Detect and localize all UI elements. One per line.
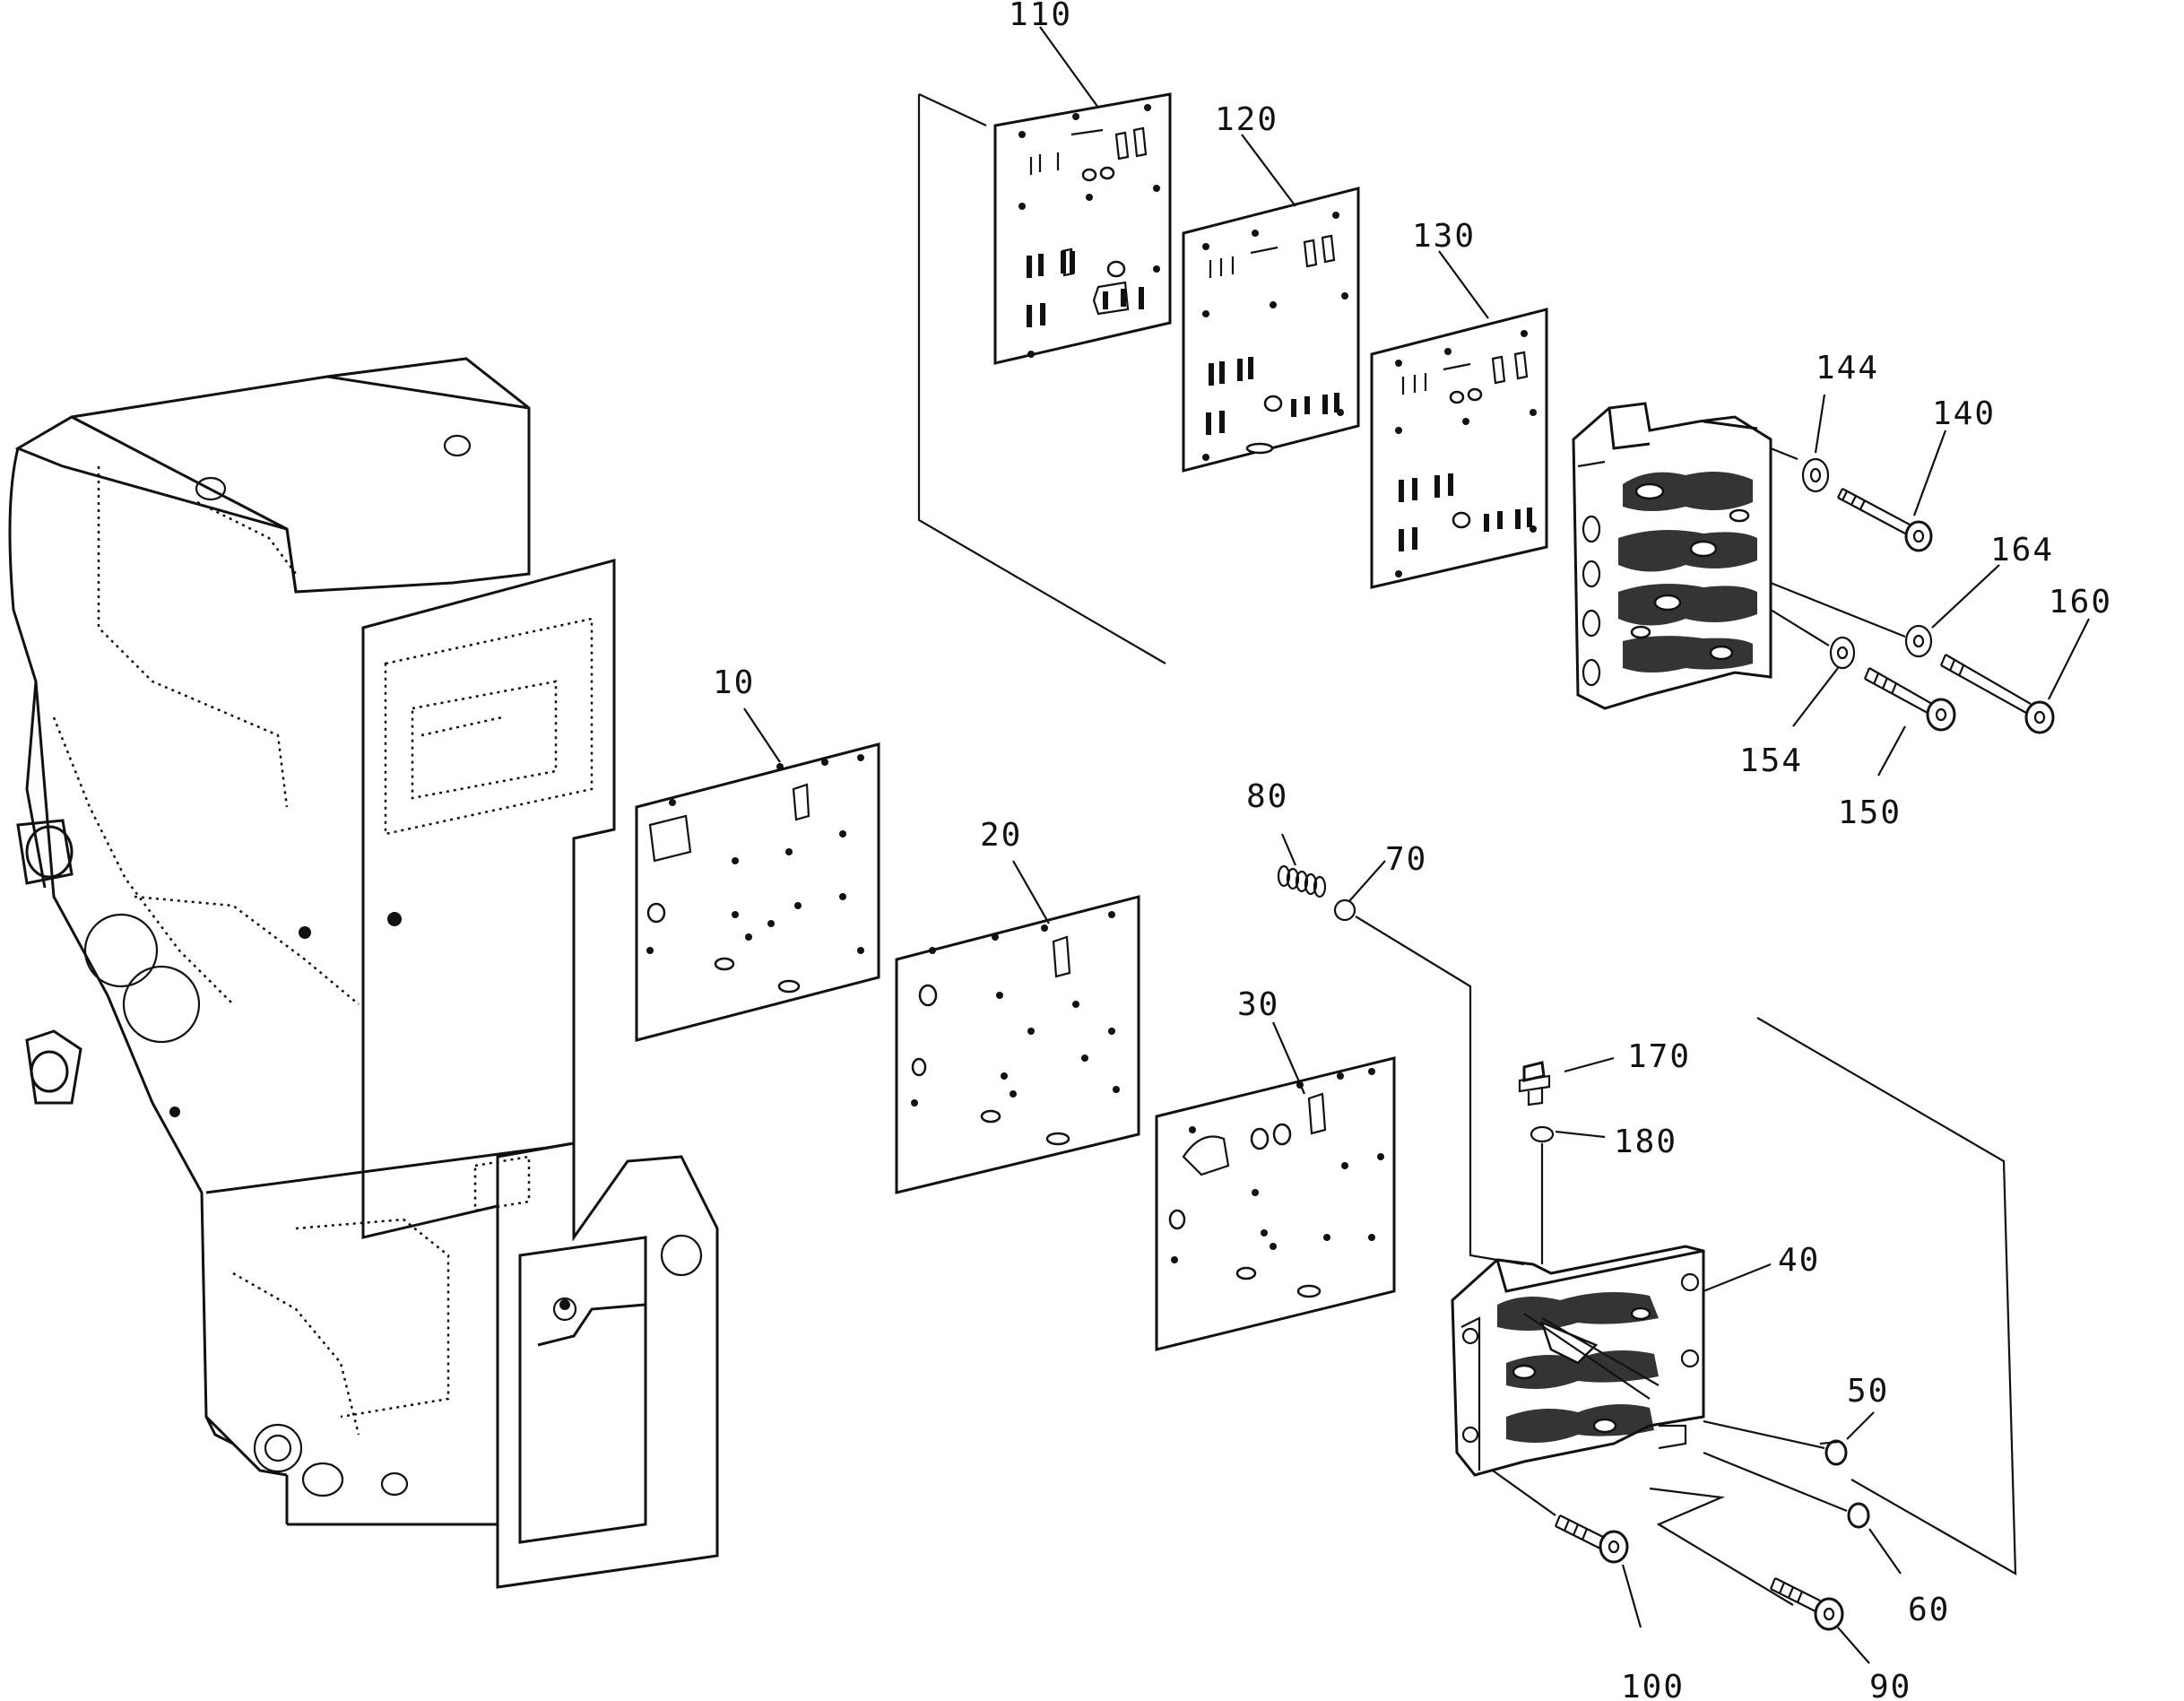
spring-80 [1277, 864, 1327, 898]
o-ring-180 [1530, 1125, 1555, 1143]
bolt-140 [1837, 488, 1933, 552]
plug-50 [1703, 1419, 1848, 1466]
plug-60 [1703, 1451, 1870, 1529]
leader-144-axis [1770, 447, 1798, 461]
callout-154: 154 [1739, 742, 1803, 779]
plate-110 [993, 92, 1172, 365]
callout-80: 80 [1246, 778, 1288, 815]
callout-170: 170 [1627, 1038, 1691, 1075]
bolt-90 [1769, 1577, 1844, 1631]
leader-154-axis [1770, 609, 1830, 647]
callout-50: 50 [1847, 1373, 1889, 1410]
plate-20 [895, 895, 1140, 1194]
callout-labels: 110 120 130 144 140 164 160 154 150 10 2… [713, 0, 2112, 1701]
callout-150: 150 [1838, 794, 1902, 831]
upper-frame-lines [917, 93, 1166, 664]
lower-frame-lines [1649, 1017, 2017, 1606]
leader-164-axis [1770, 581, 1906, 638]
plate-120 [1182, 187, 1360, 473]
callout-30: 30 [1237, 986, 1279, 1023]
callout-164: 164 [1990, 532, 2054, 568]
callout-120: 120 [1215, 101, 1278, 138]
callout-40: 40 [1778, 1242, 1820, 1279]
upper-valve-body [1572, 402, 1772, 710]
plug-170 [1518, 1061, 1551, 1107]
callout-130: 130 [1412, 218, 1476, 255]
lower-valve-body [1451, 1245, 1705, 1477]
plate-10 [635, 742, 880, 1042]
washer-164 [1904, 624, 1933, 658]
callout-110: 110 [1009, 0, 1072, 33]
leader-lines [743, 26, 2090, 1664]
callout-10: 10 [713, 664, 755, 701]
washer-144 [1801, 457, 1830, 493]
bolt-100 [1492, 1470, 1629, 1564]
bolt-150 [1863, 667, 1956, 732]
callout-160: 160 [2049, 584, 2112, 621]
callout-60: 60 [1908, 1592, 1950, 1628]
transmission-housing [8, 357, 719, 1589]
callout-144: 144 [1816, 350, 1879, 386]
bolt-160 [1939, 654, 2055, 734]
washer-154 [1829, 636, 1856, 670]
plate-30 [1155, 1056, 1396, 1351]
callout-180: 180 [1614, 1124, 1677, 1160]
callout-100: 100 [1621, 1669, 1685, 1701]
plate-130 [1370, 308, 1548, 589]
callout-70: 70 [1385, 841, 1427, 878]
callout-20: 20 [980, 817, 1022, 854]
callout-90: 90 [1869, 1669, 1911, 1701]
callout-140: 140 [1932, 395, 1996, 432]
